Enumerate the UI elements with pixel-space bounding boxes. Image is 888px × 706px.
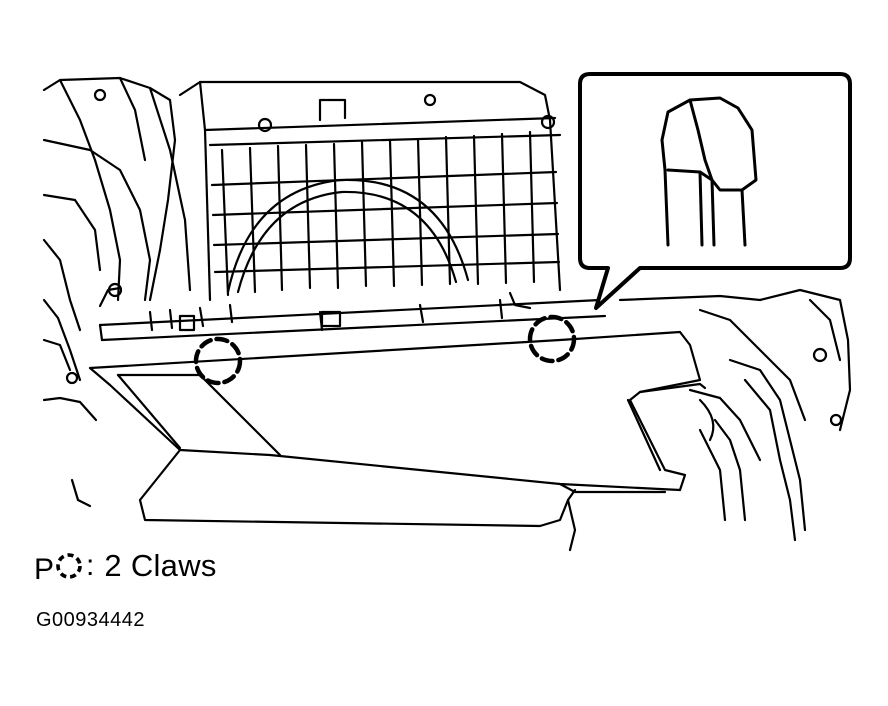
- legend-separator: :: [86, 549, 95, 582]
- legend-label: 2 Claws: [104, 548, 217, 583]
- claw-location-right: [527, 314, 577, 364]
- mounting-rail: [98, 291, 607, 342]
- claw-detail-callout: [578, 72, 852, 310]
- left-body-structure: [42, 76, 192, 508]
- dashed-circle-icon: [56, 553, 82, 579]
- legend-marker: P: [34, 553, 55, 586]
- legend: P : 2 Claws: [34, 546, 217, 586]
- figure-id: G00934442: [36, 609, 146, 631]
- housing-frame: [178, 80, 562, 302]
- claw-icon: [660, 96, 758, 247]
- claw-location-left: [193, 336, 243, 386]
- right-side-ducting: [618, 288, 852, 542]
- cover-panel: [88, 330, 707, 552]
